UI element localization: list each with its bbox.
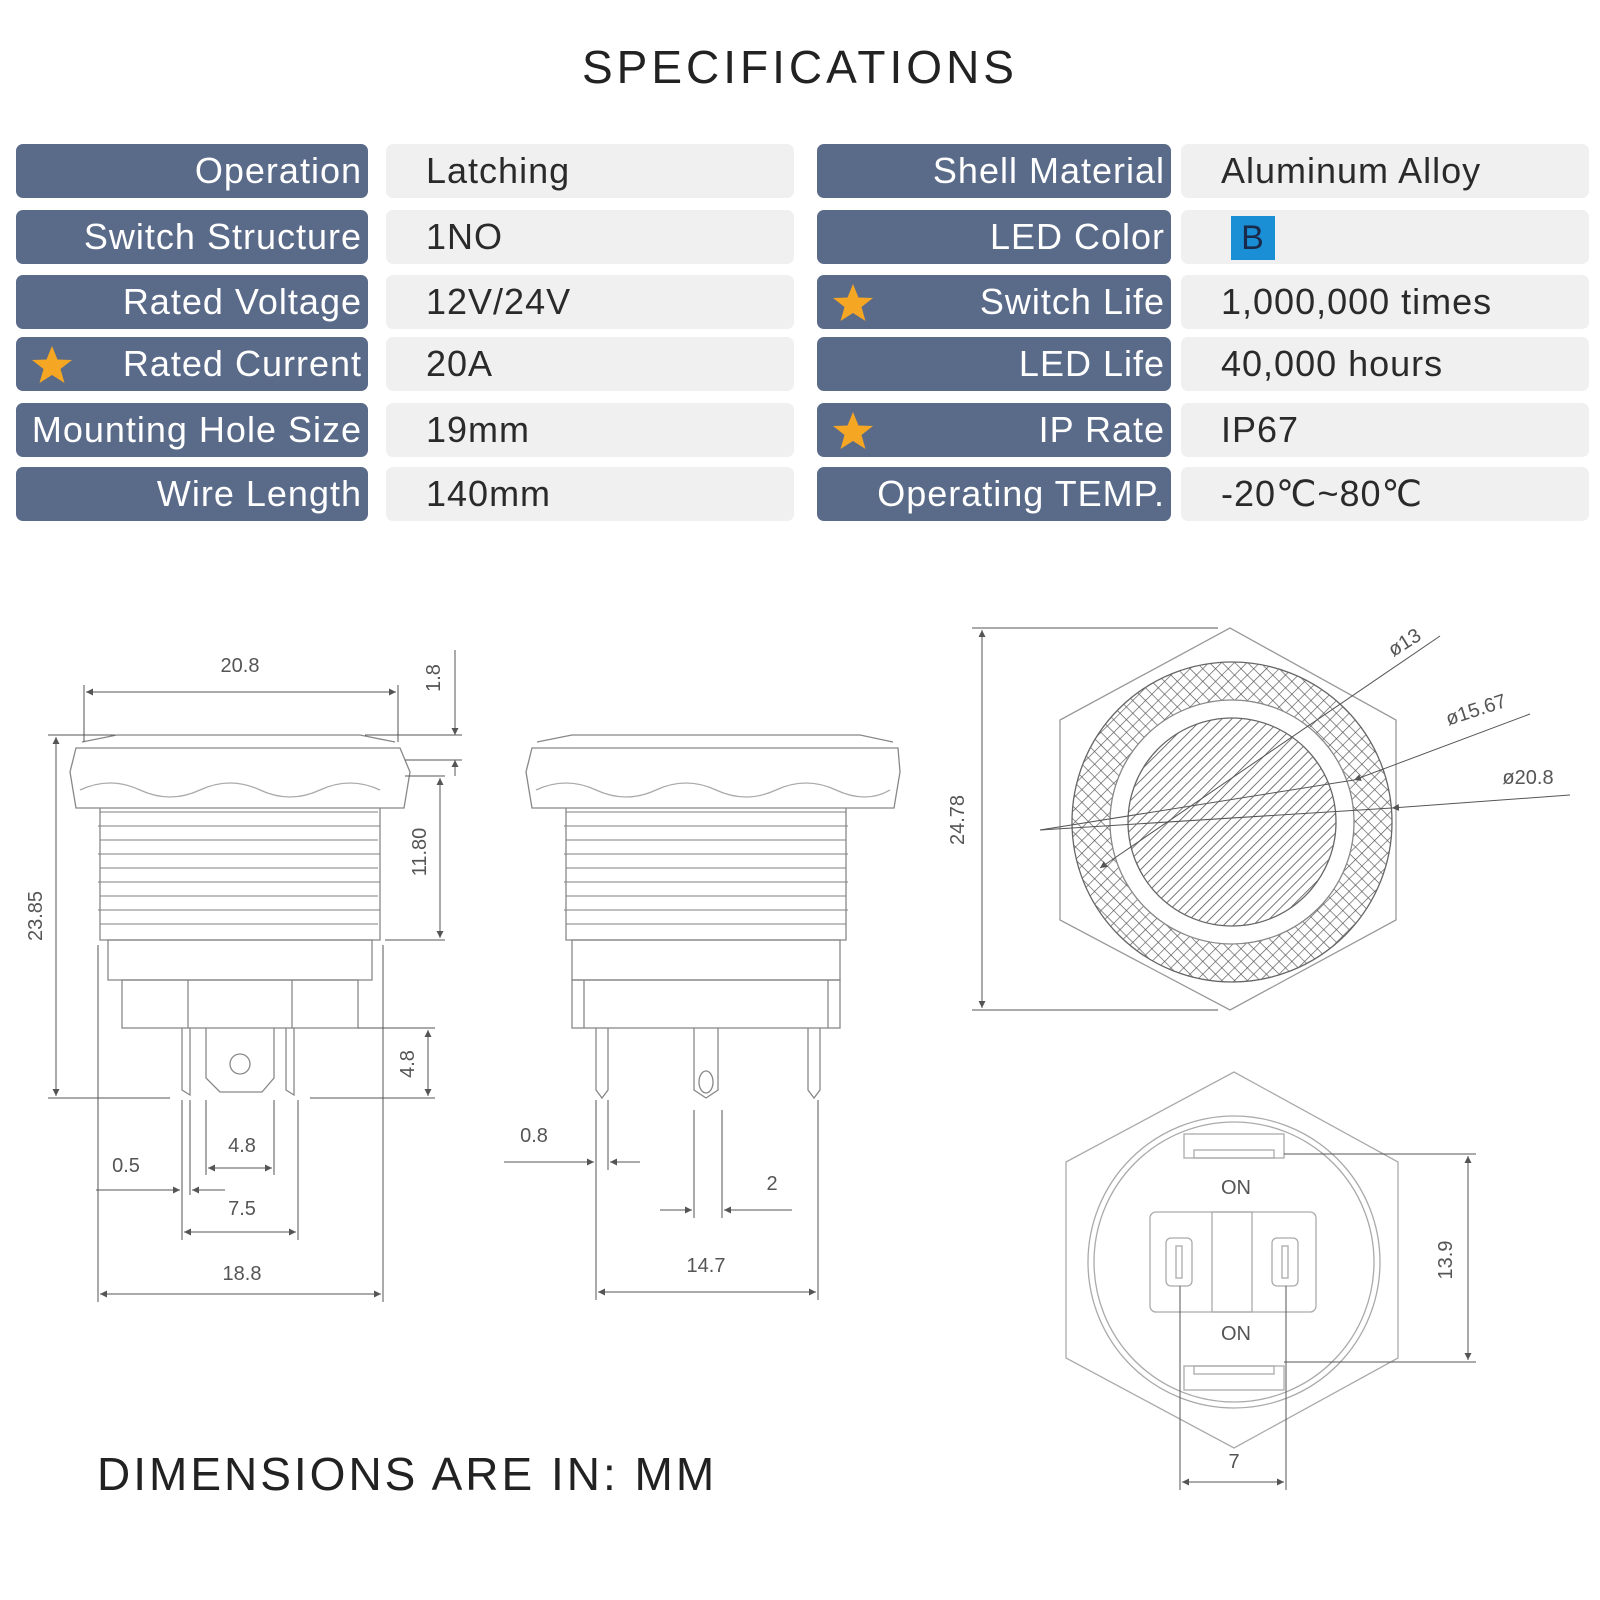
svg-text:24.78: 24.78 bbox=[947, 795, 969, 845]
svg-text:13.9: 13.9 bbox=[1435, 1241, 1457, 1280]
spec-label: Switch Structure bbox=[16, 210, 368, 264]
spec-value-text: 19mm bbox=[426, 409, 531, 450]
spec-value-text: 1,000,000 times bbox=[1221, 281, 1493, 322]
spec-label: Operation bbox=[16, 144, 368, 198]
svg-text:4.8: 4.8 bbox=[397, 1050, 419, 1078]
spec-label: Wire Length bbox=[16, 467, 368, 521]
spec-label: Rated Voltage bbox=[16, 275, 368, 329]
spec-label: IP Rate bbox=[817, 403, 1171, 457]
spec-label: Shell Material bbox=[817, 144, 1171, 198]
spec-value: 12V/24V bbox=[386, 275, 794, 329]
svg-text:7.5: 7.5 bbox=[228, 1198, 256, 1220]
svg-text:2: 2 bbox=[766, 1173, 777, 1195]
spec-value-text: 140mm bbox=[426, 473, 552, 514]
svg-text:ø15.67: ø15.67 bbox=[1443, 690, 1509, 730]
spec-value: Aluminum Alloy bbox=[1181, 144, 1589, 198]
page-title: SPECIFICATIONS bbox=[582, 41, 1018, 93]
svg-text:0.5: 0.5 bbox=[112, 1155, 140, 1177]
spec-value: B bbox=[1181, 210, 1589, 264]
spec-label-text: Rated Voltage bbox=[122, 281, 362, 322]
spec-value: 19mm bbox=[386, 403, 794, 457]
svg-text:14.7: 14.7 bbox=[687, 1255, 726, 1277]
spec-label-text: Operation bbox=[194, 150, 362, 191]
spec-label-text: Switch Life bbox=[979, 281, 1165, 322]
spec-value: -20℃~80℃ bbox=[1181, 467, 1589, 521]
side-view bbox=[69, 734, 411, 1097]
spec-value-text: 40,000 hours bbox=[1221, 343, 1444, 384]
svg-text:11.80: 11.80 bbox=[409, 828, 431, 877]
spec-label-text: Switch Structure bbox=[83, 216, 362, 257]
top-view bbox=[1059, 627, 1397, 1011]
front-view bbox=[525, 734, 901, 1100]
spec-value: 40,000 hours bbox=[1181, 337, 1589, 391]
spec-value: 140mm bbox=[386, 467, 794, 521]
star-icon bbox=[833, 412, 873, 449]
spec-value-text: 1NO bbox=[426, 216, 504, 257]
spec-value: 20A bbox=[386, 337, 794, 391]
spec-value: Latching bbox=[386, 144, 794, 198]
spec-label: Mounting Hole Size bbox=[16, 403, 368, 457]
spec-label-text: Rated Current bbox=[122, 343, 362, 384]
star-icon bbox=[833, 284, 873, 321]
bottom-view-dimensions bbox=[1179, 1153, 1476, 1490]
spec-value-text: Aluminum Alloy bbox=[1221, 150, 1482, 191]
spec-label-text: Mounting Hole Size bbox=[31, 409, 362, 450]
svg-text:ON: ON bbox=[1221, 1177, 1251, 1199]
spec-value-text: IP67 bbox=[1221, 409, 1300, 450]
spec-value-text: 12V/24V bbox=[426, 281, 572, 322]
spec-label: Operating TEMP. bbox=[817, 467, 1171, 521]
spec-value-text: Latching bbox=[426, 150, 571, 191]
side-view-labels: 20.8 1.8 23.85 11.80 4.8 0.5 4.8 7.5 18.… bbox=[25, 655, 445, 1285]
spec-value-text: -20℃~80℃ bbox=[1221, 473, 1423, 514]
spec-label: LED Color bbox=[817, 210, 1171, 264]
units-note: DIMENSIONS ARE IN: MM bbox=[97, 1448, 718, 1500]
svg-text:18.8: 18.8 bbox=[223, 1263, 262, 1285]
spec-label-text: Operating TEMP. bbox=[877, 473, 1165, 514]
svg-text:1.8: 1.8 bbox=[423, 664, 445, 692]
bottom-view bbox=[1065, 1071, 1399, 1449]
svg-text:0.8: 0.8 bbox=[520, 1125, 548, 1147]
top-view-dimensions bbox=[972, 627, 1571, 1011]
bottom-view-labels: ON ON 13.9 7 bbox=[1221, 1177, 1457, 1473]
spec-value-text: 20A bbox=[426, 343, 494, 384]
svg-text:20.8: 20.8 bbox=[221, 655, 260, 677]
front-view-labels: 0.8 2 14.7 bbox=[520, 1125, 777, 1277]
spec-label-text: LED Life bbox=[1018, 343, 1165, 384]
led-color-swatch: B bbox=[1231, 216, 1275, 260]
svg-text:7: 7 bbox=[1228, 1451, 1239, 1473]
svg-text:ø13: ø13 bbox=[1384, 624, 1425, 661]
spec-label-text: Shell Material bbox=[932, 150, 1165, 191]
spec-label: LED Life bbox=[817, 337, 1171, 391]
svg-text:4.8: 4.8 bbox=[228, 1135, 256, 1157]
svg-text:ø20.8: ø20.8 bbox=[1502, 767, 1553, 789]
spec-value: 1NO bbox=[386, 210, 794, 264]
spec-label-text: LED Color bbox=[989, 216, 1165, 257]
svg-text:ON: ON bbox=[1221, 1323, 1251, 1345]
spec-label-text: Wire Length bbox=[156, 473, 362, 514]
svg-text:23.85: 23.85 bbox=[25, 891, 47, 941]
spec-value: 1,000,000 times bbox=[1181, 275, 1589, 329]
spec-label: Rated Current bbox=[16, 337, 368, 391]
star-icon bbox=[32, 346, 72, 383]
front-view-dimensions bbox=[504, 1100, 819, 1300]
spec-label: Switch Life bbox=[817, 275, 1171, 329]
spec-label-text: IP Rate bbox=[1038, 409, 1165, 450]
spec-value: IP67 bbox=[1181, 403, 1589, 457]
side-view-dimensions bbox=[48, 650, 462, 1302]
